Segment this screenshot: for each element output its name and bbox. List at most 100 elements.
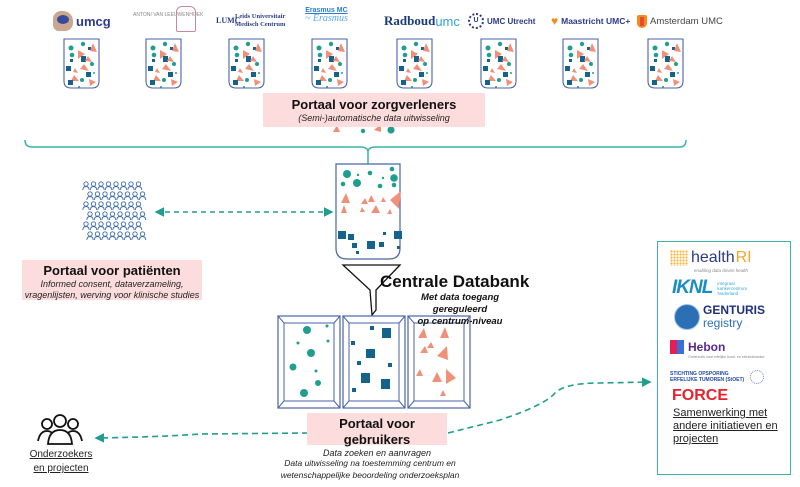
- hospital-data-container-umc-utrecht: [480, 38, 517, 89]
- researchers-arrow: [94, 432, 309, 443]
- person-icon: [82, 201, 90, 211]
- brace-connector: [24, 139, 687, 164]
- person-icon: [89, 181, 98, 191]
- logo-amsterdam-umc: Amsterdam UMC: [637, 10, 723, 32]
- researchers-icon: [37, 414, 83, 445]
- person-icon: [93, 231, 102, 241]
- logo-iknl: IKNL integraal kankercentrum Nederland: [672, 277, 748, 298]
- portal-zorgverleners-title: Portaal voor zorgverleners: [291, 97, 457, 112]
- portal-patienten-subtitle-line-1: Informed consent, dataverzameling,: [40, 279, 184, 289]
- person-icon: [119, 221, 128, 231]
- person-icon: [112, 181, 120, 191]
- person-icon: [86, 211, 94, 221]
- logo-genturis: GENTURIS registry: [674, 304, 765, 330]
- person-icon: [101, 231, 109, 241]
- person-icon: [112, 201, 120, 211]
- person-icon: [104, 201, 113, 211]
- logo-hebon: Hebon: [670, 340, 725, 354]
- logo-umcg: umcg: [53, 10, 111, 32]
- hospital-data-container-umcg: [63, 38, 100, 89]
- umc-utrecht-emblem-icon: U: [468, 13, 484, 29]
- logo-maastricht-umc: ♥ Maastricht UMC+: [551, 14, 631, 28]
- logo-umc-utrecht: U UMC Utrecht: [468, 10, 535, 32]
- person-icon: [108, 191, 117, 201]
- person-icon: [131, 211, 139, 221]
- book-icon: [670, 340, 684, 354]
- person-icon: [108, 211, 117, 221]
- frog-icon: [53, 11, 73, 31]
- person-icon: [93, 191, 102, 201]
- portal-zorgverleners[interactable]: Portaal voor zorgverleners (Semi-)automa…: [263, 93, 485, 127]
- hospital-data-container-amsterdam-umc: [647, 38, 684, 89]
- person-icon: [127, 221, 135, 231]
- funnel-icon: [341, 264, 402, 317]
- hebon-tagline: Onderzoek naar erfelijke borst- en eiers…: [688, 355, 765, 359]
- hospital-data-container-radboud-umc: [396, 38, 433, 89]
- person-icon: [119, 201, 128, 211]
- hospital-data-container-lumc: [228, 38, 265, 89]
- patients-crowd-icon: [82, 181, 147, 241]
- person-icon: [101, 211, 109, 221]
- person-icon: [116, 231, 124, 241]
- central-databank-title: Centrale Databank: [380, 272, 530, 291]
- person-icon: [97, 181, 105, 191]
- portal-gebruikers-subtitle: Data zoeken en aanvragen: [322, 448, 432, 458]
- amsterdam-umc-emblem-icon: [637, 14, 647, 28]
- person-icon: [89, 221, 98, 231]
- central-databank-subtitle: Met data toegang gereguleerd op centrum-…: [417, 292, 503, 327]
- hospital-data-container-erasmus-mc: [311, 38, 348, 89]
- person-icon: [116, 191, 124, 201]
- portrait-icon: [176, 6, 196, 32]
- portal-gebruikers[interactable]: Portaal voor gebruikers Data zoeken en a…: [307, 413, 447, 458]
- person-icon: [127, 201, 135, 211]
- heart-icon: ♥: [551, 14, 559, 28]
- portal-patienten-title: Portaal voor patiënten: [43, 263, 181, 278]
- partners-caption-link[interactable]: Samenwerking met andere initiatieven en …: [673, 407, 778, 445]
- stoet-emblem-icon: [750, 370, 765, 384]
- portal-patienten-subtitle-line-2: vragenlijsten, werving voor klinische st…: [24, 290, 200, 300]
- person-icon: [119, 181, 128, 191]
- person-icon: [123, 191, 132, 201]
- person-icon: [101, 191, 109, 201]
- person-icon: [116, 211, 124, 221]
- central-database-container: [335, 163, 402, 260]
- person-icon: [127, 181, 135, 191]
- logo-erasmus-mc: Erasmus MC ~ Erasmus: [305, 7, 348, 24]
- partners-arrow: [447, 377, 652, 434]
- portal-zorgverleners-subtitle: (Semi-)automatische data uitwisseling: [298, 113, 450, 123]
- hospital-data-container-antoni-van-leeuwenhoek: [145, 38, 182, 89]
- signature-icon: ~ Erasmus: [305, 13, 348, 24]
- person-icon: [134, 221, 143, 231]
- person-icon: [82, 221, 90, 231]
- logo-antoni-van-leeuwenhoek: ANTONI VAN LEEUWENHOEK: [133, 4, 203, 34]
- person-icon: [134, 201, 143, 211]
- person-icon: [112, 221, 120, 231]
- person-icon: [138, 211, 147, 221]
- hospital-data-container-maastricht-umc: [562, 38, 599, 89]
- portal-patienten[interactable]: Portaal voor patiënten Informed consent,…: [22, 260, 202, 300]
- output-containers: [277, 315, 471, 409]
- logo-lumc: LUMC Leids Universitair Medisch Centrum: [216, 13, 286, 28]
- person-icon: [131, 191, 139, 201]
- person-icon: [93, 211, 102, 221]
- person-icon: [138, 231, 147, 241]
- logo-force: FORCE: [672, 387, 728, 404]
- health-ri-tagline: enabling data driven health: [694, 268, 749, 273]
- person-icon: [123, 231, 132, 241]
- person-icon: [97, 221, 105, 231]
- data-exchange-note: Data uitwisseling na toestemming centrum…: [280, 458, 460, 480]
- person-icon: [138, 191, 147, 201]
- person-icon: [134, 181, 143, 191]
- person-icon: [123, 211, 132, 221]
- researchers-link[interactable]: Onderzoekers en projecten: [29, 449, 93, 474]
- person-icon: [131, 231, 139, 241]
- portal-gebruikers-title: Portaal voor gebruikers: [339, 416, 415, 447]
- person-icon: [82, 181, 90, 191]
- person-icon: [108, 231, 117, 241]
- person-icon: [97, 201, 105, 211]
- logo-stoet: STICHTING OPSPORING ERFELIJKE TUMOREN (S…: [670, 370, 765, 384]
